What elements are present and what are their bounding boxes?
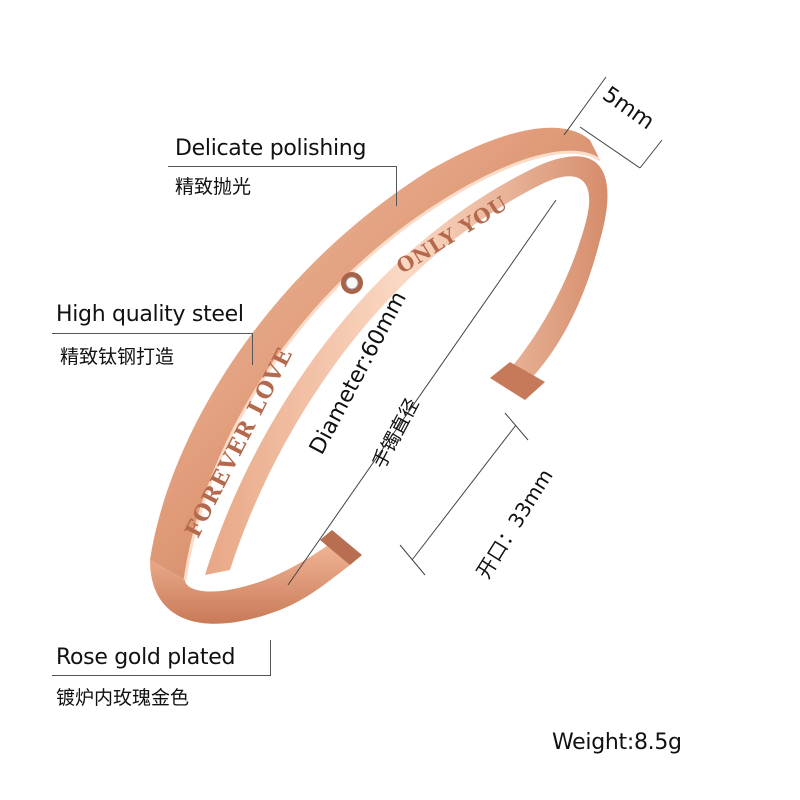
label-polishing-en: Delicate polishing bbox=[175, 136, 367, 161]
callout-line bbox=[396, 166, 397, 206]
label-plated-cn: 镀炉内玫瑰金色 bbox=[56, 687, 190, 709]
callout-line bbox=[252, 333, 253, 365]
callout-line bbox=[168, 166, 396, 167]
callout-line bbox=[270, 640, 271, 676]
label-steel-cn: 精致钛钢打造 bbox=[60, 346, 175, 368]
callout-line bbox=[52, 333, 252, 334]
callout-line bbox=[52, 675, 270, 676]
label-plated-en: Rose gold plated bbox=[56, 645, 236, 670]
gem-stone bbox=[345, 276, 359, 290]
label-weight: Weight:8.5g bbox=[552, 730, 682, 755]
band-lower-curve bbox=[150, 540, 350, 624]
label-polishing-cn: 精致抛光 bbox=[175, 176, 252, 198]
label-steel-en: High quality steel bbox=[56, 302, 244, 327]
